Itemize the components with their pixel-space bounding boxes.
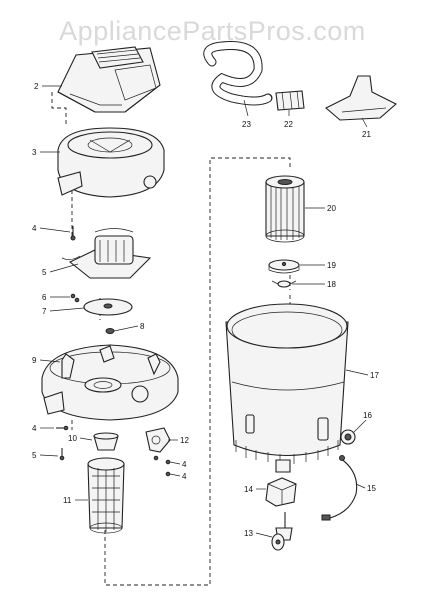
callout-12: 12 [180,436,189,445]
callout-4: 4 [182,472,187,481]
callout-2: 2 [34,82,39,91]
part-cord [321,455,358,521]
callout-5: 5 [32,451,37,460]
part-fan-disk [83,298,133,316]
part-cartridge-filter [265,175,305,243]
part-screw-lid [56,425,69,431]
callout-19: 19 [327,261,336,270]
part-hose [203,41,273,106]
callout-20: 20 [327,204,336,213]
part-filter-cage [87,457,125,534]
callout-10: 10 [68,434,77,443]
part-drain-cap [340,429,356,445]
part-wing-nut [271,280,297,288]
part-retainer-cap [268,259,300,274]
part-screws-pair [70,293,80,303]
part-caster-wheel [271,512,293,551]
callout-22: 22 [284,120,293,129]
callout-3: 3 [32,148,37,157]
callout-17: 17 [370,371,379,380]
part-floor-nozzle [325,75,397,121]
part-motor [61,228,152,279]
part-caster-mount [265,477,297,507]
part-lid-assembly [41,344,179,421]
callout-16: 16 [363,411,372,420]
callout-5: 5 [42,268,47,277]
part-nut [105,328,115,334]
callout-23: 23 [242,120,251,129]
callout-13: 13 [244,529,253,538]
callout-7: 7 [42,307,47,316]
callout-4: 4 [32,224,37,233]
callout-9: 9 [32,356,37,365]
callout-15: 15 [367,484,376,493]
part-screws-bracket [153,455,171,477]
part-float-cap [93,432,119,451]
callout-14: 14 [244,485,253,494]
callout-labels: 2 3 4 5 6 7 8 9 4 10 12 5 4 4 11 23 22 2… [32,82,379,538]
callout-8: 8 [140,322,145,331]
callout-4: 4 [32,424,37,433]
part-tank [225,303,349,473]
part-screw-lower [59,448,65,461]
part-hose-coupling [275,90,305,111]
callout-leader-lines [39,85,369,538]
part-motor-cover [57,46,161,113]
callout-18: 18 [327,280,336,289]
part-screw-upper [70,226,76,241]
callout-6: 6 [42,293,47,302]
callout-4: 4 [182,460,187,469]
part-motor-housing [57,127,165,198]
part-bracket [145,427,171,453]
callout-21: 21 [362,130,371,139]
callout-11: 11 [63,496,72,505]
